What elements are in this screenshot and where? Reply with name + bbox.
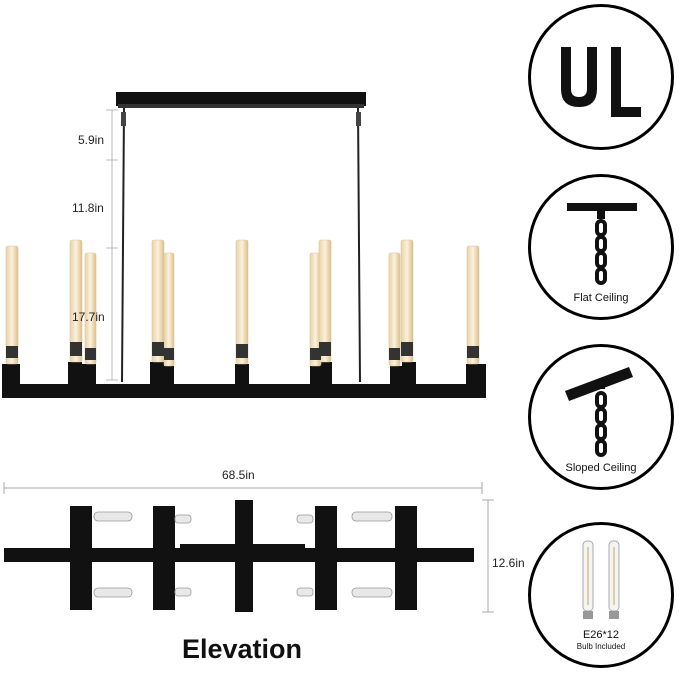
dim-chain-length: 5.9in [78, 133, 105, 147]
chandelier-elevation-view [4, 499, 494, 613]
dim-fixture-height: 17.7in [72, 310, 105, 324]
glass-tube [400, 239, 414, 363]
glass-tube [163, 252, 175, 367]
glass-tube [5, 245, 19, 365]
sloped-ceiling-badge: Sloped Ceiling [528, 344, 674, 490]
hanging-rod-right [357, 107, 361, 383]
ul-badge: UL [528, 4, 674, 150]
glass-tube [388, 252, 401, 367]
glass-tube [69, 239, 83, 363]
ul-logo [561, 47, 641, 117]
ceiling-canopy [116, 92, 366, 106]
bulb-badge: E26*12 Bulb Included [528, 522, 674, 668]
glass-tube [466, 245, 480, 365]
glass-tube [318, 239, 332, 363]
hanging-rod-left [121, 107, 125, 383]
elevation-title: Elevation [182, 634, 303, 664]
sloped-ceiling-label: Sloped Ceiling [565, 462, 637, 474]
bulb-spec: E26*12 [582, 629, 620, 641]
dim-rod-length: 11.8in [72, 201, 104, 215]
width-dimension-line [3, 482, 483, 494]
glass-tube [84, 252, 97, 365]
bulb-note: Bulb Included [576, 642, 626, 651]
dim-total-width: 68.5in [222, 468, 255, 482]
sloped-ceiling-chain-icon [565, 367, 633, 457]
bulb-icon [582, 540, 620, 619]
dim-depth: 12.6in [492, 556, 525, 570]
chandelier-front-view [2, 92, 486, 398]
flat-ceiling-chain-icon [567, 203, 637, 285]
flat-ceiling-label: Flat Ceiling [573, 292, 629, 304]
flat-ceiling-badge: Flat Ceiling [528, 174, 674, 320]
glass-tube [235, 239, 249, 365]
